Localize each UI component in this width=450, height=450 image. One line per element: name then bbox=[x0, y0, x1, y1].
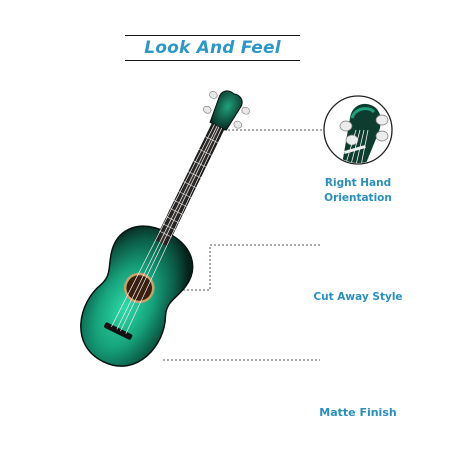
page-title: Look And Feel bbox=[144, 38, 281, 58]
soundhole bbox=[123, 272, 155, 304]
headstock-closeup-icon bbox=[323, 95, 393, 165]
feature-label-matte-finish: Matte Finish bbox=[319, 406, 397, 419]
feature-label-right-hand: Right Hand Orientation bbox=[324, 177, 392, 204]
bridge bbox=[104, 322, 133, 340]
connector-cutaway bbox=[183, 244, 320, 291]
connector-lines bbox=[163, 129, 323, 361]
title-bottom-rule bbox=[125, 60, 300, 61]
feature-label-cut-away: Cut Away Style bbox=[313, 291, 403, 303]
headstock bbox=[209, 90, 243, 131]
ukulele-image bbox=[80, 90, 250, 367]
title-top-rule bbox=[125, 35, 300, 36]
